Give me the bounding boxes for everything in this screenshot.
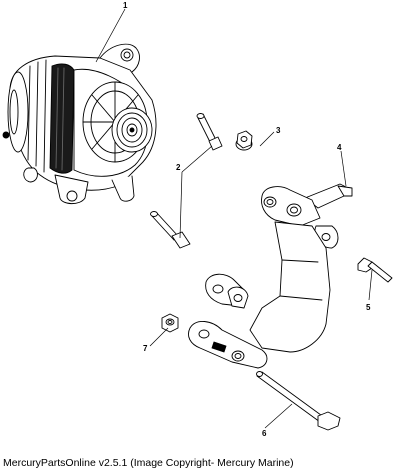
callout-7: 7	[143, 344, 148, 353]
callout-6: 6	[262, 429, 267, 438]
callout-1: 1	[123, 1, 128, 10]
callout-5: 5	[366, 303, 371, 312]
callout-4: 4	[337, 143, 342, 152]
callout-labels: 1 2 3 4 5 6 7	[123, 1, 371, 438]
bolt-right	[357, 257, 393, 283]
stud-upper	[196, 113, 223, 151]
mounting-bracket	[188, 183, 353, 369]
callout-3: 3	[276, 126, 281, 135]
alternator	[2, 43, 157, 205]
flange-nut	[235, 130, 253, 151]
copyright-footer: MercuryPartsOnline v2.5.1 (Image Copyrig…	[3, 457, 294, 469]
leader-lines	[95, 8, 373, 429]
long-bolt	[256, 371, 341, 431]
hex-nut	[161, 313, 179, 333]
stud-lower	[150, 211, 191, 249]
callout-2: 2	[176, 163, 181, 172]
